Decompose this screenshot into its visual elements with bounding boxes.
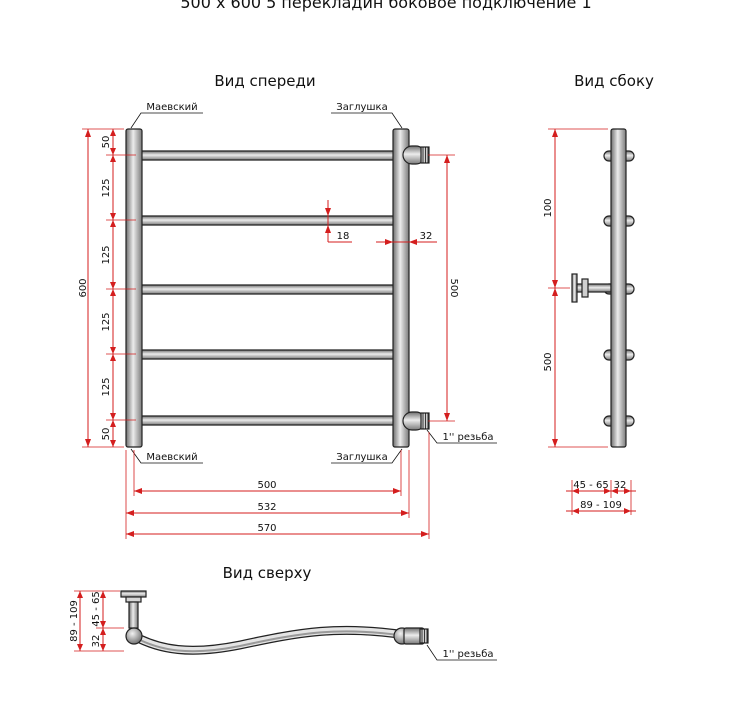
side-vertical-pipe [610,128,627,448]
svg-text:Маевский: Маевский [146,452,197,463]
svg-text:1'' резьба: 1'' резьба [442,432,493,443]
svg-text:32: 32 [614,480,627,491]
front-view: Вид спереди М [78,72,497,539]
top-view: Вид сверху 1'' резьба [69,564,497,661]
front-view-title: Вид спереди [214,72,315,90]
dim-pipe-diameter: 32 [376,231,437,245]
svg-text:50: 50 [101,428,112,441]
label-top-right: Заглушка [331,102,403,129]
dim-width-532: 532 [125,450,410,539]
svg-text:600: 600 [78,278,89,297]
label-thread-top: 1'' резьба [426,644,497,661]
top-right-connector [393,627,429,645]
label-bottom-right: Заглушка [331,448,403,464]
label-top-left: Маевский [130,102,203,129]
top-mount-bracket [120,590,147,629]
svg-text:Маевский: Маевский [146,102,197,113]
svg-text:32: 32 [420,231,433,242]
svg-text:1'' резьба: 1'' резьба [442,649,493,660]
svg-text:532: 532 [257,502,276,513]
bottom-connector [402,411,430,431]
svg-text:32: 32 [91,635,102,648]
svg-text:18: 18 [337,231,350,242]
right-vertical-pipe [392,128,410,448]
side-view-title: Вид сбоку [574,72,654,90]
top-view-title: Вид сверху [223,564,312,582]
rail-3 [137,284,398,295]
label-thread-front: 1'' резьба [426,429,497,444]
label-bottom-left: Маевский [130,448,203,464]
side-mount-bracket [571,273,612,303]
svg-text:45 - 65: 45 - 65 [91,591,102,626]
top-connector [402,145,430,165]
svg-text:500: 500 [448,278,459,297]
rail-2 [137,215,398,226]
rail-1 [137,150,398,161]
dim-side-vertical: 100 500 [543,128,608,448]
svg-text:50: 50 [101,136,112,149]
page-title: 500 x 600 5 перекладин боковое подключен… [180,0,591,12]
svg-text:89 - 109: 89 - 109 [69,600,80,642]
svg-text:125: 125 [101,245,112,264]
svg-text:125: 125 [101,312,112,331]
top-left-pipe-section [125,627,143,645]
svg-text:89 - 109: 89 - 109 [580,500,622,511]
svg-text:570: 570 [257,523,276,534]
svg-text:Заглушка: Заглушка [336,452,387,463]
svg-text:500: 500 [257,480,276,491]
svg-text:125: 125 [101,377,112,396]
side-view: Вид сбоку 100 500 [543,72,654,515]
rail-5 [137,415,398,426]
svg-text:125: 125 [101,178,112,197]
dim-width-500: 500 [133,450,402,496]
rail-4 [137,349,398,360]
dim-top-vertical: 89 - 109 32 45 - 65 [69,590,124,652]
dim-segments: 50 125 125 125 125 50 [101,129,136,447]
dim-connection: 500 [428,154,459,422]
dim-side-horizontal: 45 - 65 32 89 - 109 [566,480,636,515]
svg-text:45 - 65: 45 - 65 [573,480,608,491]
svg-text:500: 500 [543,352,554,371]
dim-width-570: 570 [126,432,430,539]
rails [137,150,398,426]
svg-text:100: 100 [543,198,554,217]
svg-text:Заглушка: Заглушка [336,102,387,113]
dim-rail-diameter: 18 [325,200,352,243]
dim-total-height: 600 [78,128,124,448]
left-vertical-pipe [125,128,143,448]
